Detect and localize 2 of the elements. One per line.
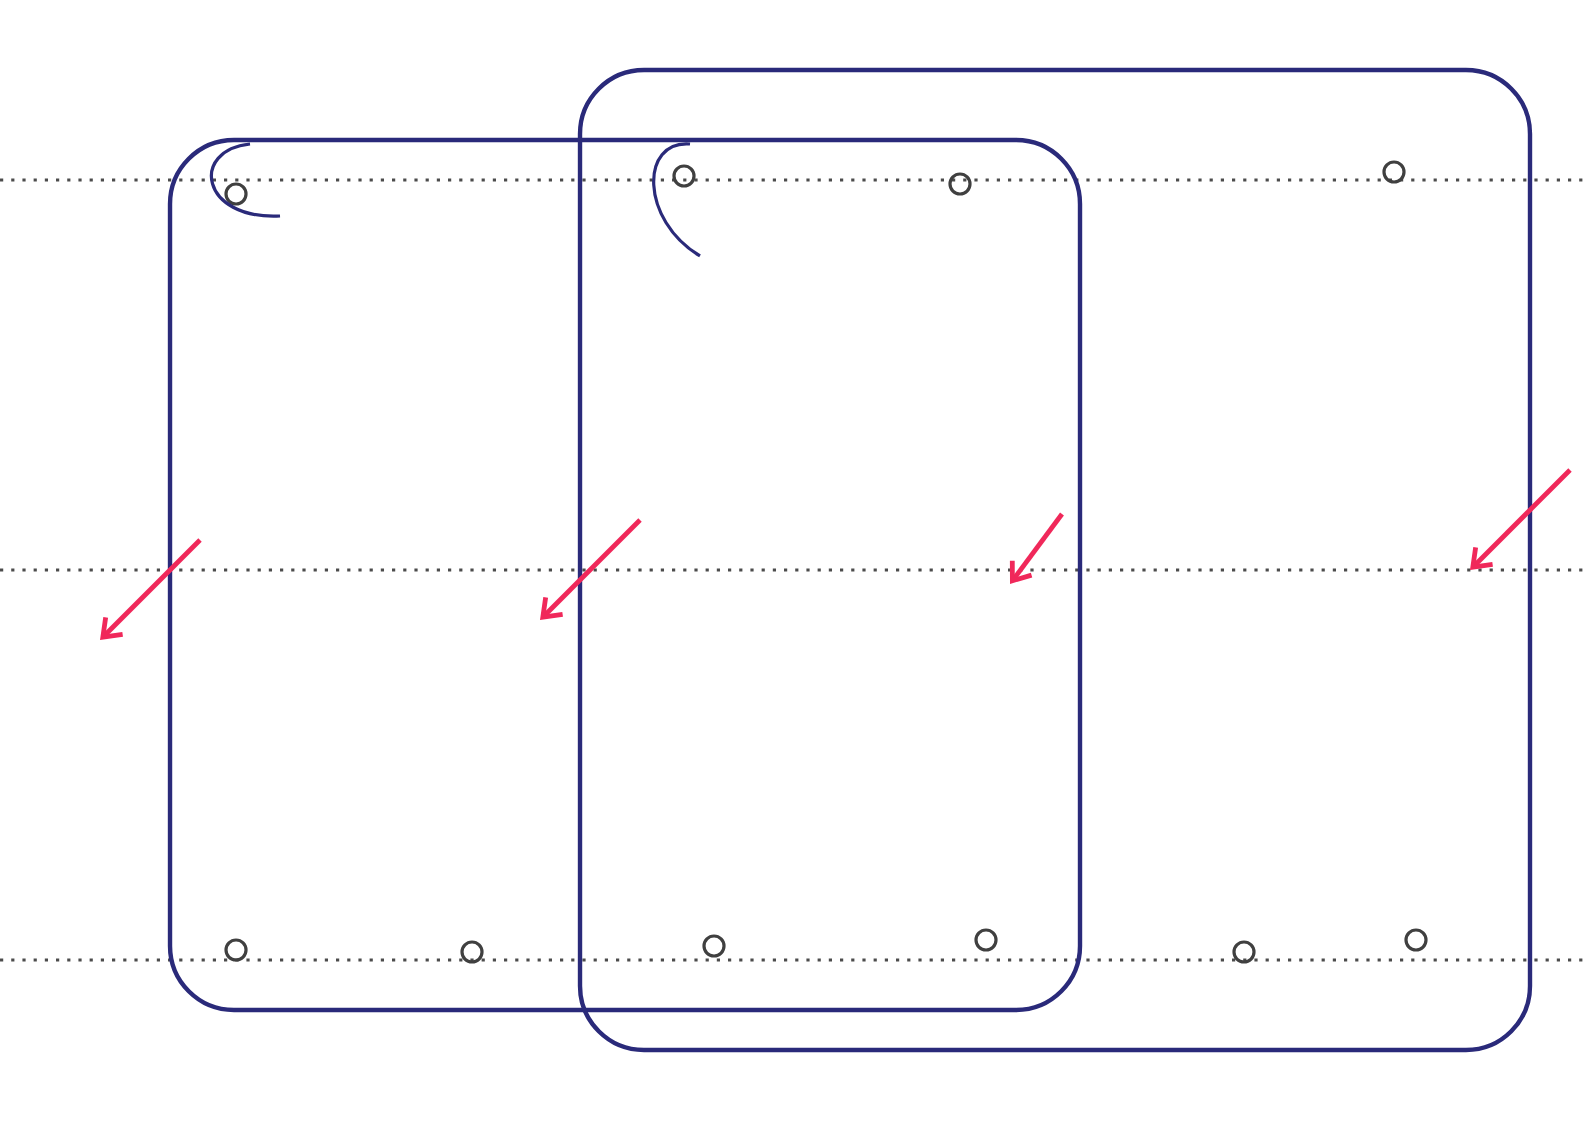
rounded-box: [577, 67, 1533, 1053]
rounded-box: [167, 137, 1083, 1013]
